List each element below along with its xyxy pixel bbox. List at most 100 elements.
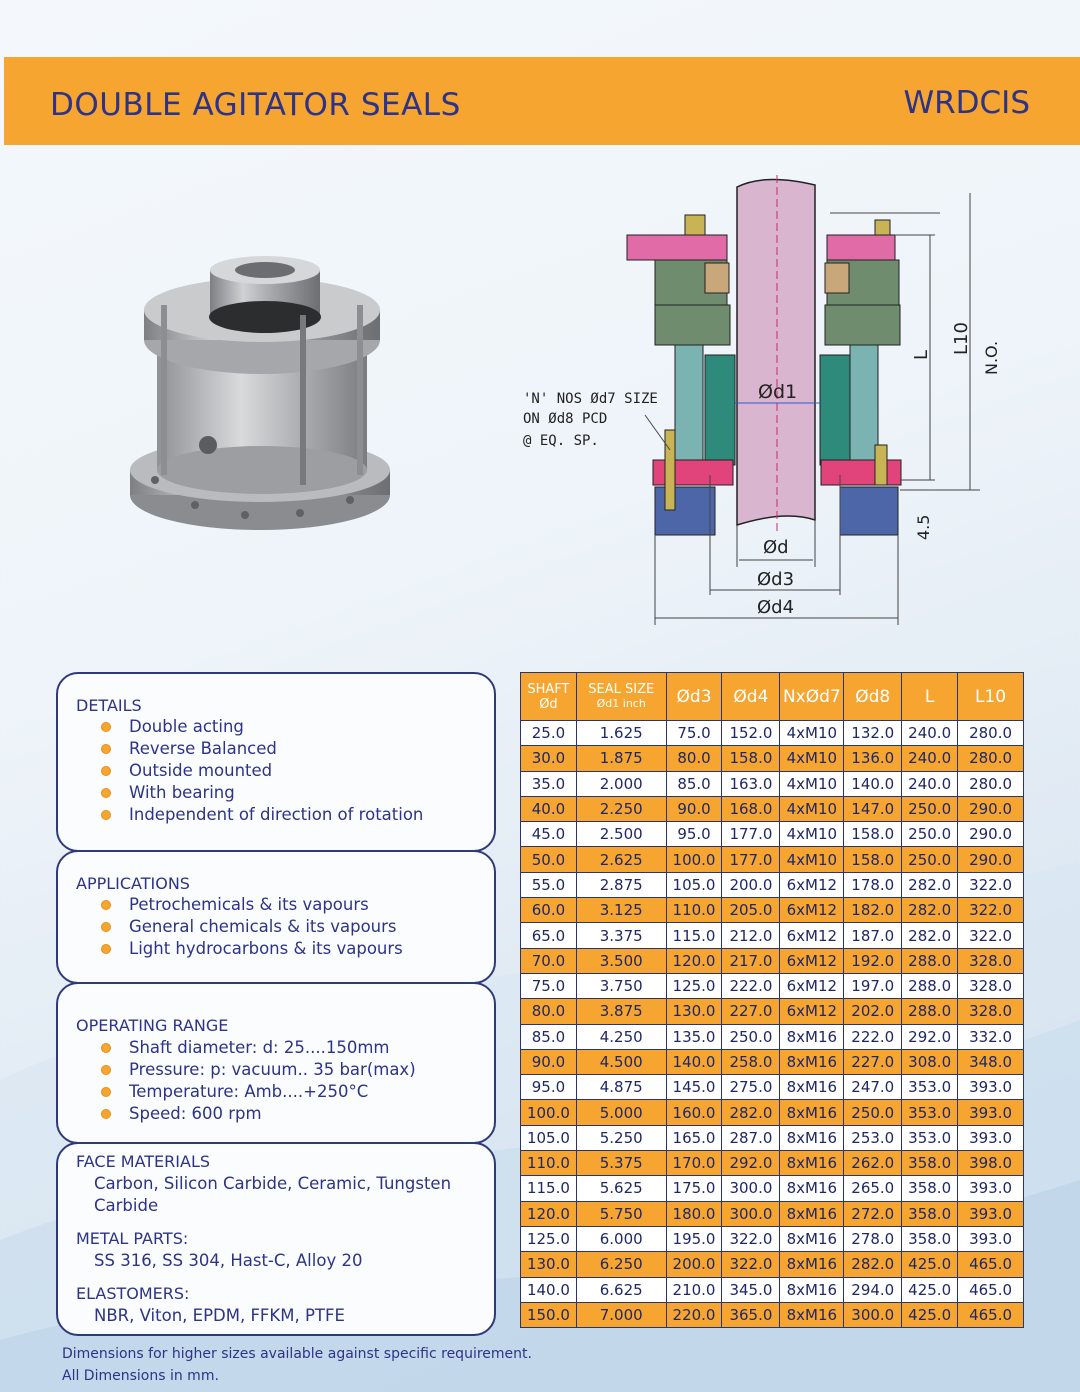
table-cell: 2.875 — [575, 871, 667, 899]
table-cell: 95.0 — [665, 821, 723, 848]
table-cell: 25.0 — [520, 719, 577, 747]
table-cell: 308.0 — [901, 1048, 959, 1076]
label-L10: L10 — [951, 322, 972, 355]
table-cell: 163.0 — [721, 770, 781, 797]
table-cell: 50.0 — [520, 846, 577, 873]
table-cell: 147.0 — [843, 795, 903, 823]
table-cell: 328.0 — [957, 998, 1024, 1025]
table-cell: 345.0 — [721, 1276, 781, 1303]
table-cell: 280.0 — [957, 719, 1024, 747]
table-cell: 145.0 — [665, 1074, 723, 1101]
label-d1: Ød1 — [758, 381, 797, 403]
col-nd7: NxØd7 — [779, 672, 845, 721]
table-cell: 85.0 — [665, 770, 723, 797]
table-cell: 8xM16 — [779, 1251, 845, 1278]
seal-product-image — [130, 256, 390, 530]
table-cell: 195.0 — [665, 1225, 723, 1253]
table-cell: 110.0 — [520, 1150, 577, 1177]
table-cell: 3.375 — [575, 922, 667, 949]
product-code: WRDCIS — [903, 85, 1030, 121]
table-cell: 4xM10 — [779, 770, 845, 797]
col-seal-line2: Ød1 inch — [596, 697, 646, 710]
table-cell: 65.0 — [520, 922, 577, 949]
table-cell: 212.0 — [721, 922, 781, 949]
col-d3: Ød3 — [665, 672, 723, 721]
table-cell: 170.0 — [665, 1150, 723, 1177]
label-NO: N.O. — [982, 341, 1001, 375]
table-cell: 158.0 — [843, 821, 903, 848]
table-cell: 282.0 — [843, 1251, 903, 1278]
elastomers-text: NBR, Viton, EPDM, FFKM, PTFE — [94, 1306, 345, 1325]
table-cell: 398.0 — [957, 1150, 1024, 1177]
table-cell: 300.0 — [843, 1301, 903, 1329]
details-box: DETAILS Double acting Reverse Balanced O… — [56, 672, 496, 852]
table-cell: 240.0 — [901, 719, 959, 747]
table-cell: 280.0 — [957, 770, 1024, 797]
table-cell: 4xM10 — [779, 719, 845, 747]
table-cell: 120.0 — [520, 1200, 577, 1227]
table-cell: 140.0 — [665, 1048, 723, 1076]
table-cell: 2.625 — [575, 846, 667, 873]
table-cell: 353.0 — [901, 1099, 959, 1126]
table-cell: 8xM16 — [779, 1074, 845, 1101]
table-cell: 282.0 — [901, 897, 959, 924]
table-cell: 3.125 — [575, 897, 667, 924]
table-cell: 465.0 — [957, 1276, 1024, 1303]
col-L: L — [901, 672, 959, 721]
table-cell: 272.0 — [843, 1200, 903, 1227]
table-cell: 100.0 — [665, 846, 723, 873]
table-cell: 125.0 — [520, 1225, 577, 1253]
footer-note-1: Dimensions for higher sizes available ag… — [62, 1346, 532, 1362]
table-cell: 217.0 — [721, 947, 781, 974]
table-cell: 6xM12 — [779, 871, 845, 899]
table-cell: 282.0 — [721, 1099, 781, 1126]
list-item: Light hydrocarbons & its vapours — [102, 938, 403, 960]
table-cell: 40.0 — [520, 795, 577, 823]
callout-text-3: @ EQ. SP. — [523, 433, 599, 449]
table-cell: 393.0 — [957, 1175, 1024, 1202]
table-cell: 2.000 — [575, 770, 667, 797]
list-item: Pressure: p: vacuum.. 35 bar(max) — [102, 1059, 416, 1081]
table-cell: 75.0 — [520, 972, 577, 1000]
table-cell: 8xM16 — [779, 1023, 845, 1050]
table-cell: 322.0 — [721, 1251, 781, 1278]
metal-parts-text: SS 316, SS 304, Hast-C, Alloy 20 — [94, 1251, 363, 1270]
table-cell: 115.0 — [665, 922, 723, 949]
label-L: L — [911, 350, 932, 360]
col-d8: Ød8 — [843, 672, 903, 721]
table-cell: 393.0 — [957, 1099, 1024, 1126]
table-cell: 250.0 — [843, 1099, 903, 1126]
table-cell: 5.750 — [575, 1200, 667, 1227]
table-cell: 290.0 — [957, 821, 1024, 848]
table-cell: 8xM16 — [779, 1099, 845, 1126]
list-item: Independent of direction of rotation — [102, 804, 423, 826]
table-cell: 6xM12 — [779, 998, 845, 1025]
table-cell: 292.0 — [901, 1023, 959, 1050]
table-cell: 287.0 — [721, 1124, 781, 1152]
table-cell: 8xM16 — [779, 1200, 845, 1227]
table-cell: 152.0 — [721, 719, 781, 747]
label-d4: Ød4 — [757, 597, 794, 618]
table-cell: 250.0 — [901, 821, 959, 848]
table-cell: 4.875 — [575, 1074, 667, 1101]
operating-list: Shaft diameter: d: 25....150mm Pressure:… — [102, 1037, 416, 1125]
table-cell: 4xM10 — [779, 795, 845, 823]
table-cell: 250.0 — [901, 795, 959, 823]
table-cell: 292.0 — [721, 1150, 781, 1177]
footer-note-2: All Dimensions in mm. — [62, 1368, 219, 1384]
table-cell: 120.0 — [665, 947, 723, 974]
table-cell: 294.0 — [843, 1276, 903, 1303]
table-cell: 393.0 — [957, 1200, 1024, 1227]
table-cell: 278.0 — [843, 1225, 903, 1253]
table-cell: 4xM10 — [779, 846, 845, 873]
table-cell: 140.0 — [520, 1276, 577, 1303]
